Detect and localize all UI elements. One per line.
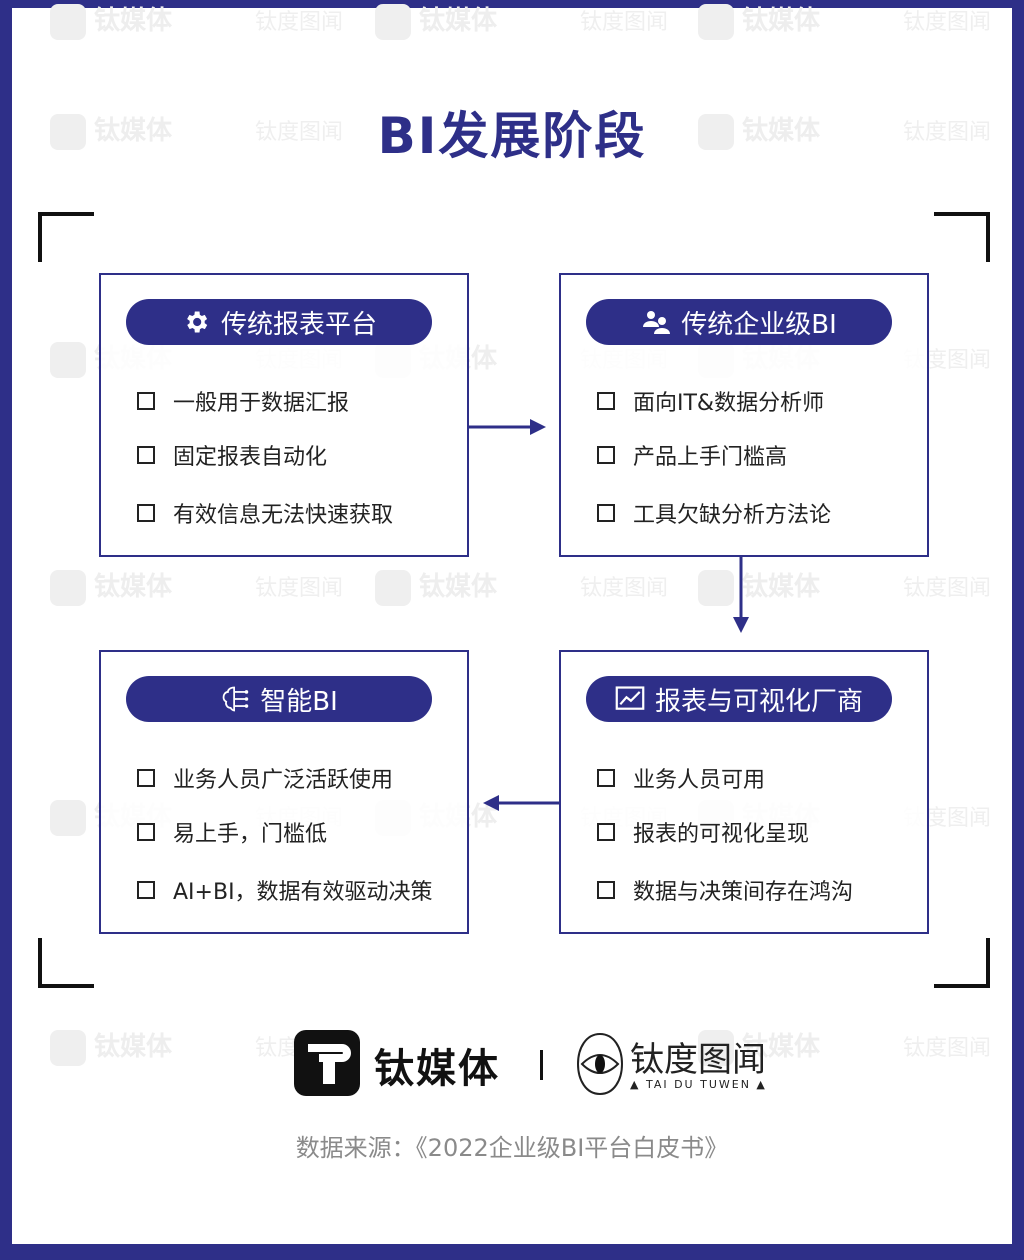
stage-heading-label: 报表与可视化厂商 (654, 686, 863, 717)
stage-card-smart-bi: 智能BI 业务人员广泛活跃使用 易上手，门槛低 AI+BI，数据有效驱动决策 (99, 650, 469, 934)
brand-name-a: 钛媒体 (374, 1046, 500, 1092)
arrow-left-icon (483, 795, 559, 811)
stage-heading-label: 传统企业级BI (681, 309, 837, 340)
list-item: AI+BI，数据有效驱动决策 (137, 874, 433, 906)
checkbox-icon (597, 823, 615, 841)
checkbox-icon (597, 881, 615, 899)
list-item: 易上手，门槛低 (137, 816, 327, 848)
corner-bracket-top-left (38, 212, 94, 262)
checkbox-icon (137, 504, 155, 522)
corner-bracket-bottom-left (38, 938, 94, 988)
checkbox-icon (137, 769, 155, 787)
brain-circuit-icon (220, 684, 250, 714)
checkbox-icon (137, 446, 155, 464)
chart-icon (615, 684, 645, 714)
gear-icon (181, 307, 211, 337)
stage-heading: 报表与可视化厂商 (586, 676, 892, 722)
checkbox-icon (597, 392, 615, 410)
list-item: 有效信息无法快速获取 (137, 497, 393, 529)
stage-heading-label: 智能BI (260, 686, 338, 717)
brand-name-b: 钛度图闻 (630, 1040, 766, 1080)
stage-card-traditional-report: 传统报表平台 一般用于数据汇报 固定报表自动化 有效信息无法快速获取 (99, 273, 469, 557)
list-item: 数据与决策间存在鸿沟 (597, 874, 853, 906)
checkbox-icon (137, 881, 155, 899)
list-item: 业务人员广泛活跃使用 (137, 762, 393, 794)
checkbox-icon (137, 392, 155, 410)
users-icon (641, 307, 671, 337)
stage-heading: 传统报表平台 (126, 299, 432, 345)
brand-name-b-subtitle: ▲ TAI DU TUWEN ▲ (630, 1078, 767, 1091)
checkbox-icon (137, 823, 155, 841)
list-item: 工具欠缺分析方法论 (597, 497, 831, 529)
corner-bracket-bottom-right (934, 938, 990, 988)
stage-card-visualization-vendor: 报表与可视化厂商 业务人员可用 报表的可视化呈现 数据与决策间存在鸿沟 (559, 650, 929, 934)
arrow-down-icon (733, 557, 749, 633)
brand-logos: 钛媒体 钛度图闻 ▲ TAI DU TUWEN ▲ (290, 1028, 770, 1100)
list-item: 固定报表自动化 (137, 439, 327, 471)
stage-heading-label: 传统报表平台 (220, 309, 377, 340)
stage-heading: 智能BI (126, 676, 432, 722)
list-item: 一般用于数据汇报 (137, 385, 349, 417)
taidu-eye-logo-icon (576, 1032, 624, 1096)
stage-heading: 传统企业级BI (586, 299, 892, 345)
logo-divider (540, 1050, 543, 1080)
corner-bracket-top-right (934, 212, 990, 262)
data-source-caption: 数据来源：《2022企业级BI平台白皮书》 (295, 1134, 729, 1162)
arrow-right-icon (469, 419, 546, 435)
page-title: BI发展阶段 (377, 107, 647, 165)
stage-card-enterprise-bi: 传统企业级BI 面向IT&数据分析师 产品上手门槛高 工具欠缺分析方法论 (559, 273, 929, 557)
list-item: 面向IT&数据分析师 (597, 385, 824, 417)
list-item: 报表的可视化呈现 (597, 816, 809, 848)
list-item: 产品上手门槛高 (597, 439, 787, 471)
checkbox-icon (597, 446, 615, 464)
checkbox-icon (597, 769, 615, 787)
tmtpost-logo-icon (294, 1030, 360, 1096)
checkbox-icon (597, 504, 615, 522)
list-item: 业务人员可用 (597, 762, 765, 794)
